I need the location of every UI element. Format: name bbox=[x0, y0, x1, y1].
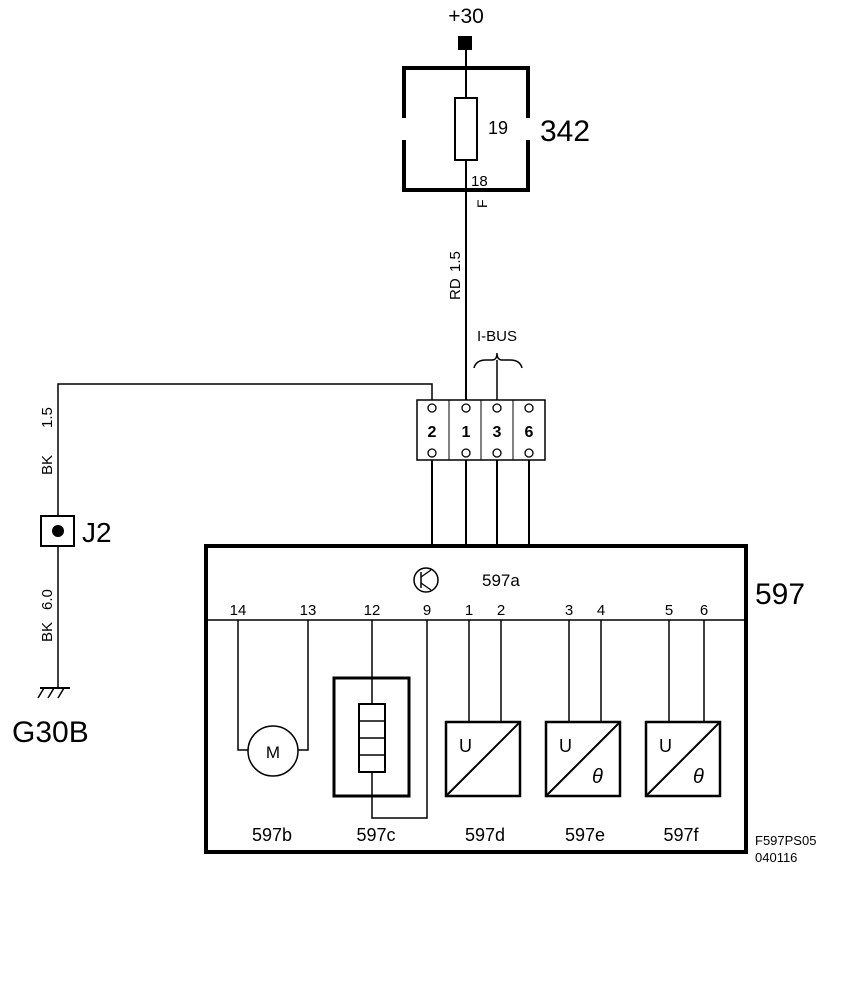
bk-top-color: BK bbox=[39, 455, 56, 475]
sensor-597e: U θ bbox=[544, 620, 622, 798]
module-pin: 1 bbox=[465, 602, 473, 619]
module-pin: 9 bbox=[423, 602, 431, 619]
junction-label: J2 bbox=[82, 517, 112, 548]
bk-bottom-color: BK bbox=[39, 622, 56, 642]
component-label: 597c bbox=[356, 825, 395, 845]
bk-wire-top bbox=[57, 383, 433, 516]
footer-date: 040116 bbox=[755, 850, 797, 865]
module-pin: 3 bbox=[565, 602, 573, 619]
module-id: 597 bbox=[755, 578, 805, 611]
resistor-597c bbox=[332, 620, 428, 819]
fuse-number: 19 bbox=[488, 118, 508, 138]
sensor-theta: θ bbox=[693, 766, 704, 788]
main-wire-gauge: 1.5 bbox=[447, 251, 464, 272]
fuse-symbol bbox=[454, 97, 478, 161]
connector-pin: 1 bbox=[462, 424, 471, 441]
bk-top-gauge: 1.5 bbox=[39, 407, 56, 428]
sensor-u: U bbox=[459, 736, 472, 756]
supply-terminal bbox=[458, 36, 472, 50]
module-sub-id: 597a bbox=[482, 571, 520, 590]
main-wire-color: RD bbox=[447, 278, 464, 300]
sensor-597f: U θ bbox=[644, 620, 722, 798]
sensor-u: U bbox=[559, 736, 572, 756]
supply-label: +30 bbox=[448, 5, 484, 28]
component-label: 597b bbox=[252, 825, 292, 845]
ground-label: G30B bbox=[12, 716, 89, 749]
component-label: 597f bbox=[663, 825, 699, 845]
module-pin: 14 bbox=[230, 602, 247, 619]
sensor-theta: θ bbox=[592, 766, 603, 788]
motor-597b: M bbox=[237, 620, 309, 777]
fuse-pin-out: 18 bbox=[471, 173, 488, 190]
fuse-box-342: 19 18 342 F bbox=[402, 50, 590, 400]
sensor-597d: U bbox=[444, 620, 522, 798]
connector-pin: 3 bbox=[493, 424, 502, 441]
sensor-u: U bbox=[659, 736, 672, 756]
component-label: 597d bbox=[465, 825, 505, 845]
ibus-label: I-BUS bbox=[477, 328, 517, 345]
bk-bottom-gauge: 6.0 bbox=[39, 589, 56, 610]
module-pin: 4 bbox=[597, 602, 605, 619]
motor-symbol: M bbox=[266, 743, 280, 762]
fuse-box-id: 342 bbox=[540, 115, 590, 148]
module-pin: 12 bbox=[364, 602, 381, 619]
component-label: 597e bbox=[565, 825, 605, 845]
fuse-pin-f: F bbox=[474, 199, 490, 208]
module-pin: 5 bbox=[665, 602, 673, 619]
connector-block: 2 1 3 6 bbox=[416, 399, 546, 461]
module-pin: 2 bbox=[497, 602, 505, 619]
module-597: 597 597a 14 13 12 9 1 2 3 4 5 6 M bbox=[204, 544, 805, 854]
transistor-icon bbox=[413, 567, 439, 593]
footer-code: F597PS05 bbox=[755, 833, 816, 848]
connector-pin: 6 bbox=[525, 424, 534, 441]
ground-symbol bbox=[37, 687, 70, 699]
module-pin: 6 bbox=[700, 602, 708, 619]
junction-dot bbox=[52, 525, 64, 537]
module-pin: 13 bbox=[300, 602, 317, 619]
ibus-brace bbox=[473, 352, 523, 369]
connector-pin: 2 bbox=[428, 424, 437, 441]
